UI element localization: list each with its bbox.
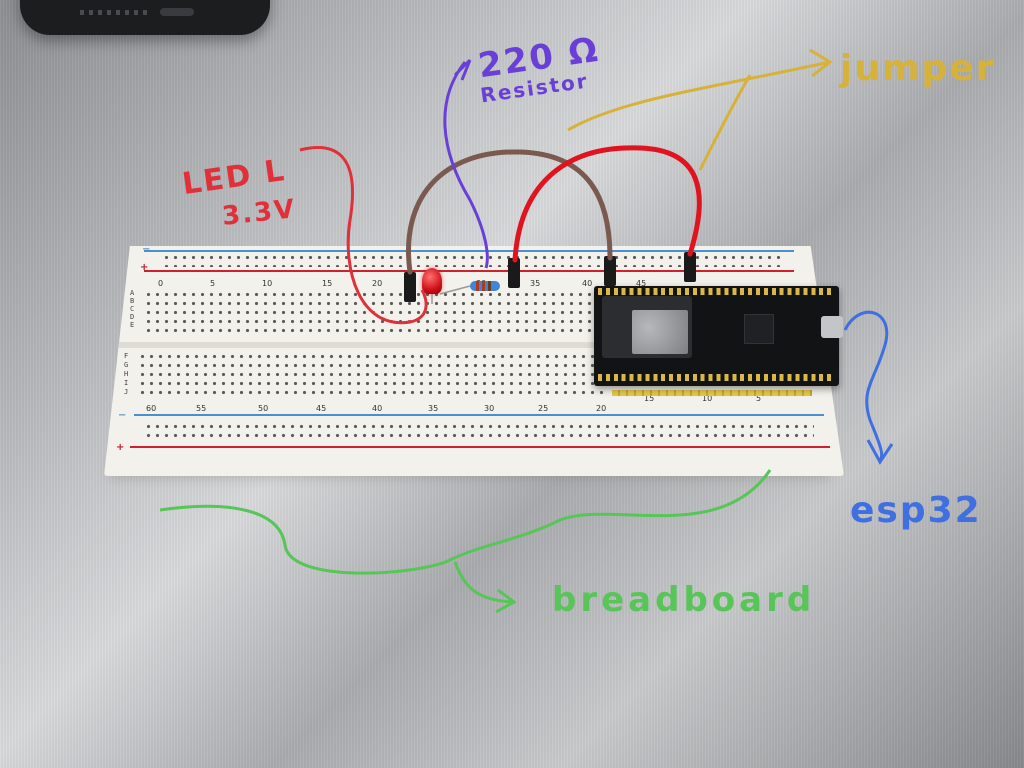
resistor-band — [476, 281, 479, 291]
row-letter: D — [130, 313, 135, 321]
esp32-rf-shield — [632, 310, 688, 354]
speaker-grille — [80, 10, 150, 15]
top-rail-blue-line — [144, 250, 794, 252]
row-letter: B — [130, 297, 135, 305]
column-number: 20 — [372, 279, 383, 288]
brown-jumper-wire — [406, 149, 613, 275]
rail-plus-sign: + — [140, 262, 149, 273]
column-number: 0 — [158, 279, 164, 288]
row-letter: G — [124, 361, 129, 369]
red-jumper-wire — [512, 145, 702, 263]
column-number: 45 — [316, 404, 327, 413]
smartphone — [20, 0, 270, 35]
esp32-annotation-line — [843, 310, 894, 465]
column-number: 5 — [756, 394, 762, 403]
column-number: 5 — [210, 279, 216, 288]
column-number: 45 — [636, 279, 647, 288]
row-letter: F — [124, 352, 129, 360]
esp32-pin-strip — [612, 390, 812, 396]
column-number: 25 — [538, 404, 549, 413]
resistor-band — [482, 281, 485, 291]
jumper-pin-resistor — [508, 258, 520, 288]
column-number: 20 — [596, 404, 607, 413]
breadboard-label: breadboard — [552, 580, 816, 620]
column-number: 15 — [322, 279, 333, 288]
led-annotation-line — [299, 146, 428, 325]
row-letter: J — [124, 388, 129, 396]
rail-minus-sign: − — [142, 244, 151, 255]
top-rail-red-line — [144, 270, 794, 272]
column-number: 50 — [258, 404, 269, 413]
esp32-board — [594, 286, 843, 386]
column-number: 55 — [196, 404, 207, 413]
resistor-220 — [470, 281, 500, 291]
jumper-annotation-line — [567, 48, 833, 171]
row-letter: I — [124, 379, 129, 387]
led-leads — [431, 285, 471, 304]
micro-usb-port — [821, 316, 843, 338]
bottom-rail-red-line — [130, 446, 830, 448]
row-letter: C — [130, 305, 135, 313]
rail-minus-sign: − — [118, 410, 127, 421]
jumper-pin-led — [404, 272, 416, 302]
column-number: 35 — [530, 279, 541, 288]
column-number: 10 — [702, 394, 713, 403]
rail-plus-sign: + — [116, 442, 125, 453]
resistor-band — [488, 281, 491, 291]
red-led — [422, 268, 442, 294]
column-number: 40 — [582, 279, 593, 288]
row-letter: E — [130, 321, 135, 329]
row-letter: A — [130, 289, 135, 297]
terminal-holes-top — [144, 290, 624, 334]
usb-uart-chip — [744, 314, 774, 344]
jumper-label: jumper — [840, 48, 996, 89]
bottom-rail-blue-line — [134, 414, 824, 416]
column-number: 30 — [484, 404, 495, 413]
esp32-wroom-module — [602, 296, 692, 358]
bottom-rail-holes — [144, 422, 814, 442]
breadboard-annotation-line — [159, 469, 772, 614]
esp32-bottom-pins — [598, 374, 834, 381]
column-number: 15 — [644, 394, 655, 403]
jumper-pin-gnd — [604, 256, 616, 286]
esp32-top-pins — [598, 288, 834, 295]
charging-port — [160, 8, 194, 16]
column-number: 40 — [372, 404, 383, 413]
center-channel — [104, 342, 844, 348]
top-rail-holes — [162, 253, 782, 267]
column-number: 10 — [262, 279, 273, 288]
jumper-pin-gpio — [684, 252, 696, 282]
row-letter: H — [124, 370, 129, 378]
esp32-label: esp32 — [850, 490, 982, 531]
terminal-holes-bottom — [138, 352, 608, 398]
column-number: 60 — [146, 404, 157, 413]
resistor-annotation-line — [443, 58, 489, 269]
column-number: 35 — [428, 404, 439, 413]
